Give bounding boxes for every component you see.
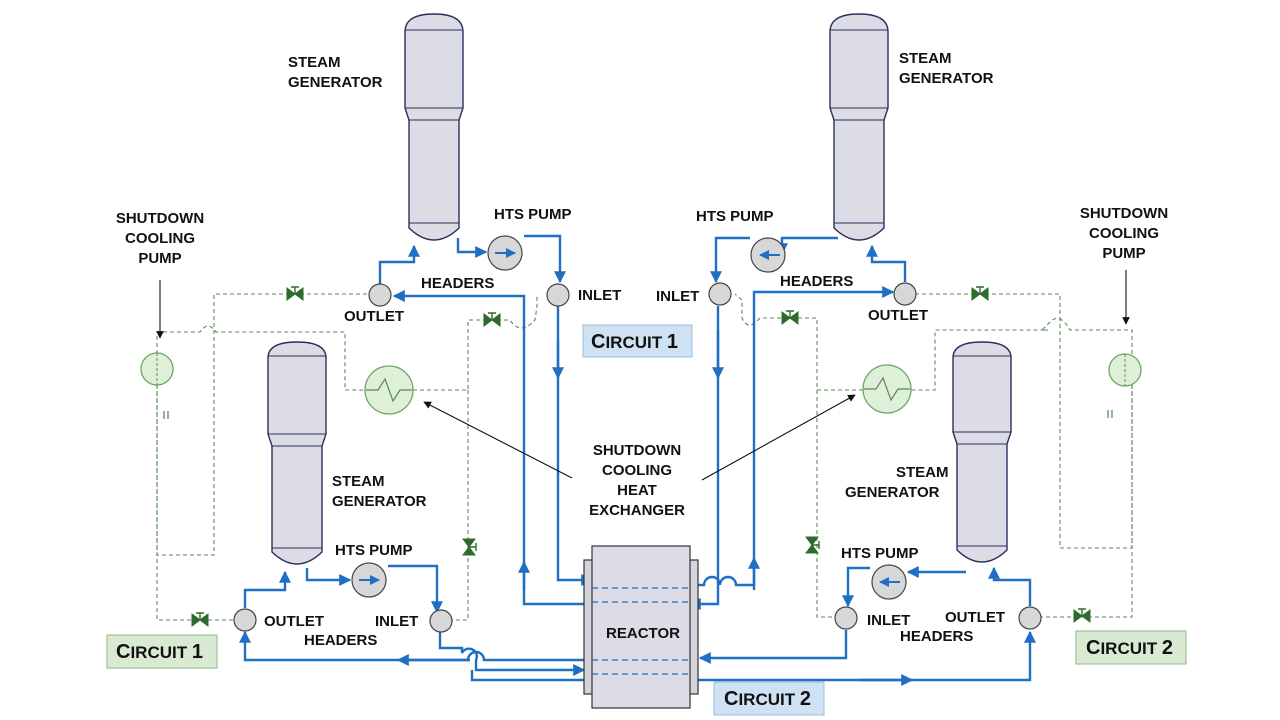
valve xyxy=(286,286,304,301)
inlet-header-bottom-left xyxy=(429,609,453,633)
hts-pump-bottom-right xyxy=(871,564,907,600)
shutdown-cooling-heat-exchanger-left xyxy=(364,365,414,415)
outlet-label-bl: OUTLET xyxy=(264,613,324,630)
outlet-label-br: OUTLET xyxy=(945,609,1005,626)
outlet-header-bottom-left xyxy=(233,608,257,632)
svg-text:CIRCUIT 1: CIRCUIT 1 xyxy=(591,331,678,353)
shutdown-cooling-pump-right xyxy=(1107,353,1142,418)
circuit-2-box-right: CIRCUIT 2 xyxy=(1075,630,1187,665)
svg-text:CIRCUIT 1: CIRCUIT 1 xyxy=(116,641,203,663)
circuit-1-box-top: CIRCUIT 1 xyxy=(582,324,693,358)
callout-arrows xyxy=(156,270,1130,481)
shutdown-hx-label-1: SHUTDOWN xyxy=(593,442,681,459)
outlet-label-tl: OUTLET xyxy=(344,308,404,325)
shutdown-cooling-lines xyxy=(156,293,1133,621)
outlet-header-top-left xyxy=(368,283,392,307)
steam-generator-label-br-1: STEAM xyxy=(896,464,949,481)
steam-generator-label-br-2: GENERATOR xyxy=(845,484,940,501)
steam-generator-label-tl-2: GENERATOR xyxy=(288,74,383,91)
steam-generator-bottom-left xyxy=(267,341,327,565)
hts-pump-top-right xyxy=(750,237,786,273)
valve xyxy=(805,536,820,554)
shutdown-pump-label-right-1: SHUTDOWN xyxy=(1080,205,1168,222)
valve xyxy=(971,286,989,301)
steam-generator-bottom-right xyxy=(952,341,1012,563)
shutdown-cooling-pump-left xyxy=(140,352,174,419)
valve xyxy=(191,612,209,627)
valve xyxy=(462,538,477,556)
heat-transport-piping xyxy=(239,234,1036,686)
shutdown-pump-label-left-1: SHUTDOWN xyxy=(116,210,204,227)
shutdown-hx-label-4: EXCHANGER xyxy=(589,502,685,519)
inlet-label-tr: INLET xyxy=(656,288,699,305)
hts-pump-label-tl: HTS PUMP xyxy=(494,206,572,223)
inlet-header-bottom-right xyxy=(834,606,858,630)
inlet-header-top-right xyxy=(708,282,732,306)
shutdown-cooling-heat-exchanger-right xyxy=(862,364,912,414)
hts-pump-label-tr: HTS PUMP xyxy=(696,208,774,225)
shutdown-hx-label-2: COOLING xyxy=(602,462,672,479)
hts-pump-label-br: HTS PUMP xyxy=(841,545,919,562)
hts-pump-top-left xyxy=(487,235,523,271)
svg-text:CIRCUIT 2: CIRCUIT 2 xyxy=(1086,637,1173,659)
outlet-header-bottom-right xyxy=(1018,606,1042,630)
inlet-label-bl: INLET xyxy=(375,613,418,630)
valve xyxy=(781,310,799,325)
valves xyxy=(191,286,1091,627)
outlet-label-tr: OUTLET xyxy=(868,307,928,324)
labels: STEAM GENERATOR STEAM GENERATOR STEAM GE… xyxy=(116,50,1168,649)
valve xyxy=(483,312,501,327)
steam-generator-label-bl-2: GENERATOR xyxy=(332,493,427,510)
headers-label-br: HEADERS xyxy=(900,628,973,645)
hts-pump-label-bl: HTS PUMP xyxy=(335,542,413,559)
steam-generator-top-left xyxy=(404,13,464,241)
shutdown-pump-label-left-2: COOLING xyxy=(125,230,195,247)
headers-label-bl: HEADERS xyxy=(304,632,377,649)
inlet-label-br: INLET xyxy=(867,612,910,629)
shutdown-pump-label-right-3: PUMP xyxy=(1102,245,1145,262)
steam-generator-label-tr-2: GENERATOR xyxy=(899,70,994,87)
circuit-1-box-left: CIRCUIT 1 xyxy=(106,634,218,669)
svg-text:CIRCUIT 2: CIRCUIT 2 xyxy=(724,688,811,710)
shutdown-hx-label-3: HEAT xyxy=(617,482,657,499)
reactor-label: REACTOR xyxy=(606,625,680,642)
reactor xyxy=(583,545,699,709)
shutdown-pump-label-right-2: COOLING xyxy=(1089,225,1159,242)
valve xyxy=(1073,608,1091,623)
headers-label-tl: HEADERS xyxy=(421,275,494,292)
outlet-header-top-right xyxy=(893,282,917,306)
inlet-header-top-left xyxy=(546,283,570,307)
shutdown-pump-label-left-3: PUMP xyxy=(138,250,181,267)
headers xyxy=(233,282,1042,633)
circuit-2-box-bottom: CIRCUIT 2 xyxy=(713,681,825,716)
steam-generator-label-bl-1: STEAM xyxy=(332,473,385,490)
hts-pump-bottom-left xyxy=(351,562,387,598)
headers-label-tr: HEADERS xyxy=(780,273,853,290)
steam-generator-top-right xyxy=(829,13,889,241)
steam-generator-label-tl-1: STEAM xyxy=(288,54,341,71)
inlet-label-tl: INLET xyxy=(578,287,621,304)
steam-generator-label-tr-1: STEAM xyxy=(899,50,952,67)
